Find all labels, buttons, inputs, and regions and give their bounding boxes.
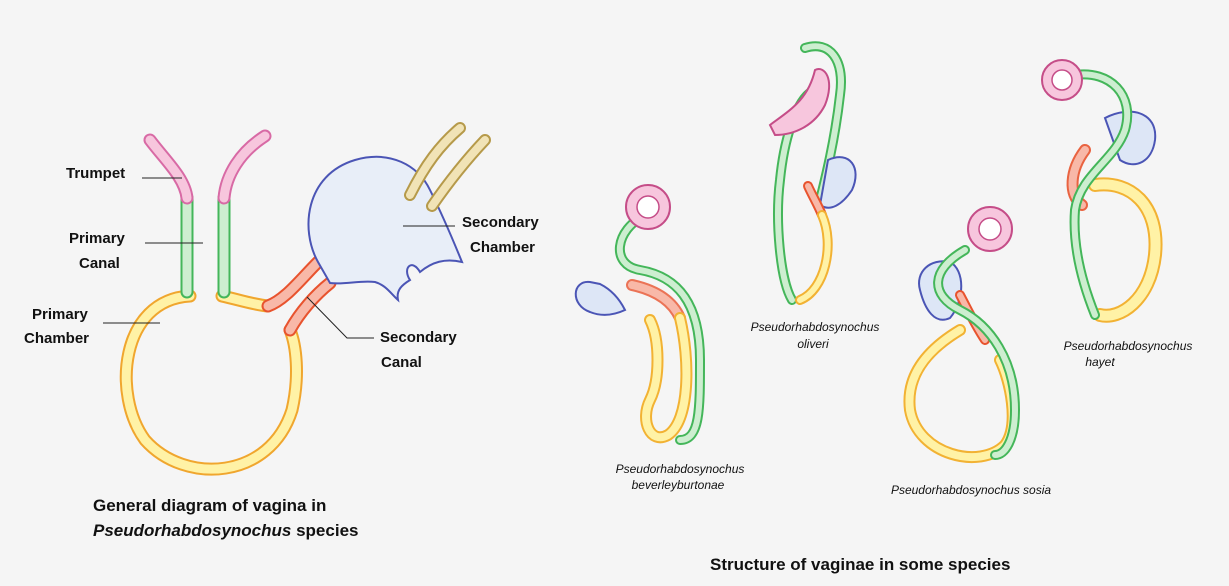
label-secondary-chamber-2: Chamber — [470, 239, 535, 256]
label-primary-canal-2: Canal — [79, 255, 120, 272]
species-hayet: Pseudorhabdosynochus hayet — [1042, 60, 1192, 369]
species-label-beverley-2: beverleyburtonae — [632, 478, 725, 492]
general-caption-genus: Pseudorhabdosynochus — [93, 521, 291, 540]
label-secondary-canal-1: Secondary — [380, 329, 457, 346]
structures-caption: Structure of vaginae in some species — [710, 555, 1010, 574]
label-primary-canal-1: Primary — [69, 230, 126, 247]
general-caption-line2: Pseudorhabdosynochus species — [93, 521, 358, 540]
primary-chamber — [126, 296, 296, 469]
label-primary-chamber-2: Chamber — [24, 330, 89, 347]
label-trumpet: Trumpet — [66, 165, 125, 182]
species-label-oliveri-1: Pseudorhabdosynochus — [751, 320, 880, 334]
secondary-canal — [268, 262, 330, 330]
species-label-beverley-1: Pseudorhabdosynochus — [616, 462, 745, 476]
label-secondary-chamber-1: Secondary — [462, 214, 539, 231]
primary-canal — [187, 198, 224, 292]
species-label-oliveri-2: oliveri — [797, 337, 829, 351]
species-label-sosia: Pseudorhabdosynochus sosia — [891, 483, 1051, 497]
general-diagram: Trumpet Primary Canal Primary Chamber Se… — [24, 128, 539, 540]
species-sosia: Pseudorhabdosynochus sosia — [891, 207, 1051, 497]
species-oliveri: Pseudorhabdosynochus oliveri — [751, 46, 880, 351]
species-label-hayet-1: Pseudorhabdosynochus — [1064, 339, 1193, 353]
trumpet — [150, 136, 265, 198]
secondary-chamber — [308, 157, 462, 300]
species-beverleyburtonae: Pseudorhabdosynochus beverleyburtonae — [576, 185, 745, 492]
label-secondary-canal-2: Canal — [381, 354, 422, 371]
label-primary-chamber-1: Primary — [32, 306, 89, 323]
general-caption-suffix: species — [291, 521, 358, 540]
species-label-hayet-2: hayet — [1085, 355, 1115, 369]
general-caption-line1: General diagram of vagina in — [93, 496, 326, 515]
